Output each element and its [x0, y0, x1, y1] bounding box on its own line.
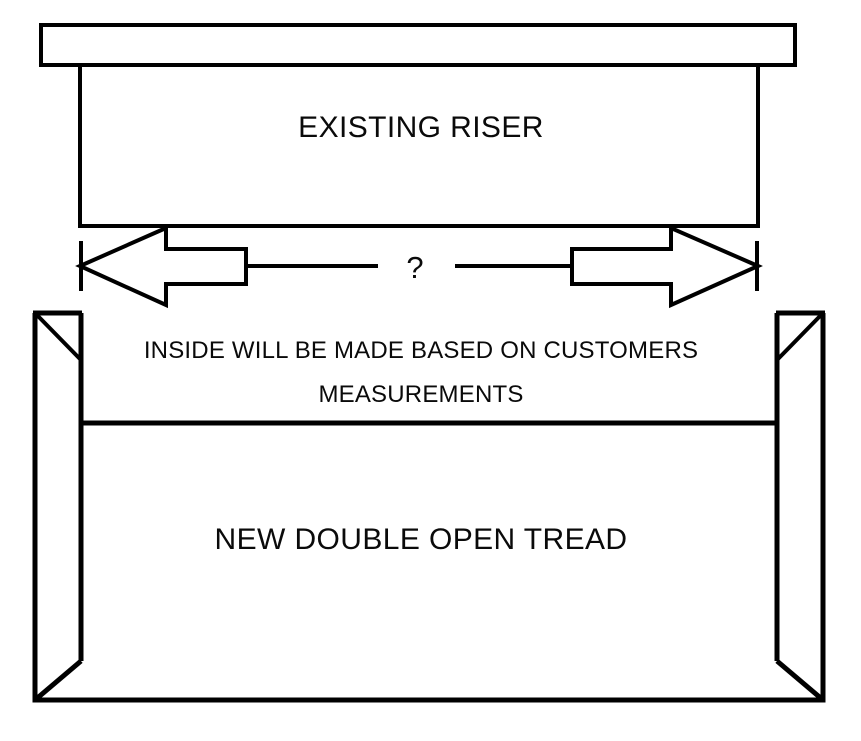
tread-label: NEW DOUBLE OPEN TREAD: [215, 523, 628, 556]
note-line-2: MEASUREMENTS: [318, 381, 523, 408]
top-right-mitre: [775, 311, 825, 362]
tread-outer-outline: [32, 313, 826, 703]
existing-riser-label: EXISTING RISER: [298, 111, 544, 144]
left-dimension-arrow: [75, 224, 248, 309]
bottom-right-mitre: [775, 659, 825, 702]
bottom-left-mitre: [33, 659, 83, 702]
nosing-bar: [39, 23, 797, 67]
right-dimension-arrow: [570, 224, 763, 309]
top-left-mitre: [33, 311, 83, 362]
dimension-value-label: ?: [406, 250, 423, 285]
existing-riser-panel: [78, 63, 760, 228]
note-line-1: INSIDE WILL BE MADE BASED ON CUSTOMERS: [144, 337, 698, 364]
